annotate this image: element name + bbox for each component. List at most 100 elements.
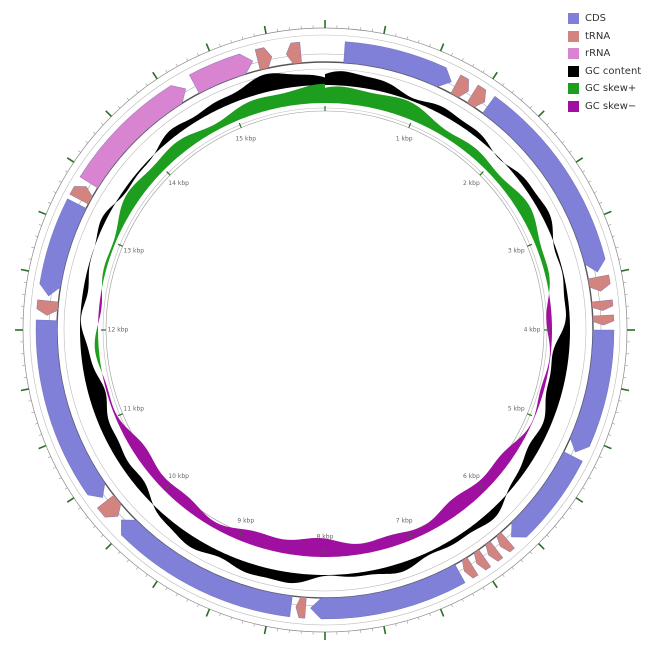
major-tick bbox=[38, 444, 47, 450]
minor-tick bbox=[253, 33, 255, 37]
minor-tick bbox=[85, 140, 89, 144]
feature-cds bbox=[569, 329, 615, 453]
minor-tick bbox=[219, 43, 221, 47]
major-tick bbox=[537, 110, 545, 118]
legend-label: tRNA bbox=[585, 30, 611, 42]
legend-item-gc-skew-plus: GC skew+ bbox=[568, 80, 641, 98]
gc-content-swatch bbox=[568, 65, 579, 77]
minor-tick bbox=[418, 39, 420, 43]
minor-tick bbox=[599, 202, 603, 204]
minor-tick bbox=[253, 623, 255, 627]
feature-trna bbox=[591, 299, 614, 311]
minor-tick bbox=[28, 258, 32, 260]
inner-tick bbox=[527, 413, 533, 417]
feature-rrna bbox=[79, 85, 186, 189]
inner-tick bbox=[479, 484, 484, 489]
kbp-label: 13 kbp bbox=[123, 247, 144, 254]
minor-tick bbox=[31, 411, 35, 414]
major-tick bbox=[492, 580, 498, 589]
minor-tick bbox=[135, 90, 139, 94]
minor-tick bbox=[92, 525, 96, 529]
inner-tick bbox=[408, 122, 412, 128]
kbp-label: 1 kbp bbox=[396, 135, 413, 142]
inner-tick bbox=[166, 484, 171, 489]
minor-tick bbox=[461, 598, 464, 602]
gc-skew-plus-swatch bbox=[568, 83, 579, 95]
minor-tick bbox=[615, 246, 619, 249]
gc-skew-track bbox=[94, 83, 553, 558]
legend-label: rRNA bbox=[585, 48, 611, 60]
feature-cds bbox=[121, 519, 293, 618]
minor-tick bbox=[34, 235, 38, 237]
major-tick bbox=[537, 542, 545, 550]
minor-tick bbox=[612, 235, 616, 237]
minor-tick bbox=[395, 33, 397, 37]
minor-tick bbox=[593, 466, 597, 469]
gc-skew-minus-swatch bbox=[568, 100, 579, 112]
kbp-label: 3 kbp bbox=[508, 247, 525, 254]
minor-tick bbox=[186, 598, 189, 602]
minor-tick bbox=[117, 551, 121, 555]
kbp-label: 7 kbp bbox=[396, 518, 413, 525]
inner-tick bbox=[408, 532, 412, 538]
minor-tick bbox=[395, 623, 397, 627]
feature-trna bbox=[69, 186, 93, 205]
major-tick bbox=[263, 25, 267, 34]
minor-tick bbox=[529, 105, 533, 109]
backbone-ring bbox=[63, 68, 587, 592]
minor-tick bbox=[511, 90, 515, 94]
major-tick bbox=[38, 210, 47, 216]
legend-item-rrna: rRNA bbox=[568, 45, 641, 63]
minor-tick bbox=[615, 411, 619, 414]
feature-trna bbox=[254, 47, 273, 71]
cds-swatch bbox=[568, 13, 579, 25]
feature-trna bbox=[450, 74, 469, 98]
minor-tick bbox=[78, 507, 81, 510]
minor-tick bbox=[38, 434, 42, 436]
minor-tick bbox=[58, 477, 62, 480]
trna-swatch bbox=[568, 30, 579, 42]
major-tick bbox=[603, 210, 612, 216]
minor-tick bbox=[175, 63, 178, 67]
legend-item-gc-content: GC content bbox=[568, 63, 641, 81]
minor-tick bbox=[511, 566, 515, 570]
minor-tick bbox=[34, 423, 38, 425]
minor-tick bbox=[100, 122, 104, 126]
minor-tick bbox=[546, 534, 550, 538]
feature-cds bbox=[39, 198, 87, 297]
inner-tick bbox=[479, 171, 484, 176]
feature-cds bbox=[310, 564, 466, 620]
kbp-label: 5 kbp bbox=[508, 406, 525, 413]
minor-tick bbox=[145, 574, 148, 577]
gc-skew-negative bbox=[98, 103, 552, 557]
minor-tick bbox=[230, 617, 232, 621]
major-tick bbox=[205, 608, 211, 617]
feature-trna bbox=[592, 314, 615, 326]
minor-tick bbox=[219, 613, 221, 617]
minor-tick bbox=[64, 170, 68, 173]
minor-tick bbox=[461, 58, 464, 62]
minor-tick bbox=[100, 534, 104, 538]
minor-tick bbox=[482, 69, 485, 73]
feature-trna bbox=[496, 531, 515, 553]
major-tick bbox=[66, 157, 75, 163]
minor-tick bbox=[241, 620, 244, 624]
inner-tick bbox=[527, 243, 533, 247]
minor-tick bbox=[618, 400, 622, 402]
kbp-label: 8 kbp bbox=[317, 534, 334, 541]
minor-tick bbox=[569, 150, 572, 153]
major-tick bbox=[66, 497, 75, 503]
minor-tick bbox=[117, 105, 121, 109]
major-tick bbox=[152, 580, 158, 589]
feature-cds bbox=[511, 451, 583, 538]
minor-tick bbox=[561, 140, 565, 144]
major-tick bbox=[20, 268, 29, 272]
legend-item-trna: tRNA bbox=[568, 28, 641, 46]
minor-tick bbox=[64, 487, 68, 490]
minor-tick bbox=[78, 150, 81, 153]
feature-cds bbox=[35, 319, 106, 498]
feature-trna bbox=[462, 557, 479, 579]
minor-tick bbox=[47, 202, 51, 204]
major-tick bbox=[603, 444, 612, 450]
